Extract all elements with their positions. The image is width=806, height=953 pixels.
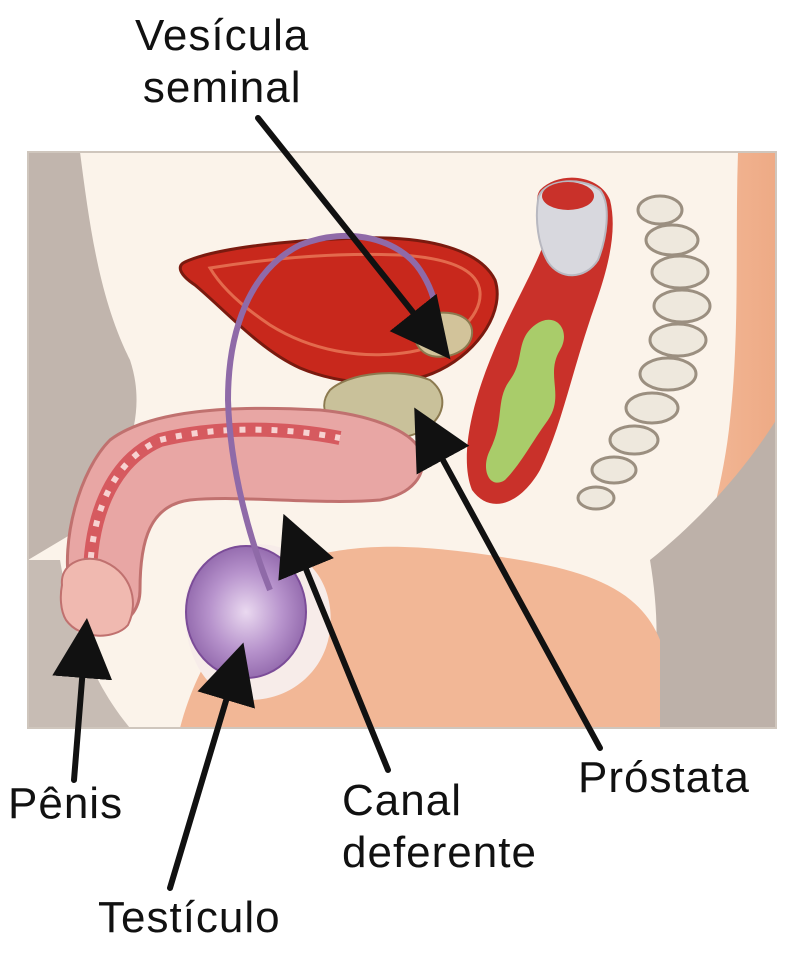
label-canal-line2: deferente: [342, 827, 537, 879]
label-vesicula-seminal: Vesícula seminal: [135, 10, 309, 114]
label-vesicula-line2: seminal: [135, 62, 309, 114]
label-vesicula-line1: Vesícula: [135, 10, 309, 62]
testis: [186, 546, 306, 678]
label-prostata: Próstata: [578, 752, 750, 804]
label-testiculo: Testículo: [98, 892, 281, 944]
label-canal-line1: Canal: [342, 775, 537, 827]
label-penis: Pênis: [8, 778, 123, 830]
label-canal-deferente: Canal deferente: [342, 775, 537, 879]
sigmoid-opening: [542, 182, 594, 210]
